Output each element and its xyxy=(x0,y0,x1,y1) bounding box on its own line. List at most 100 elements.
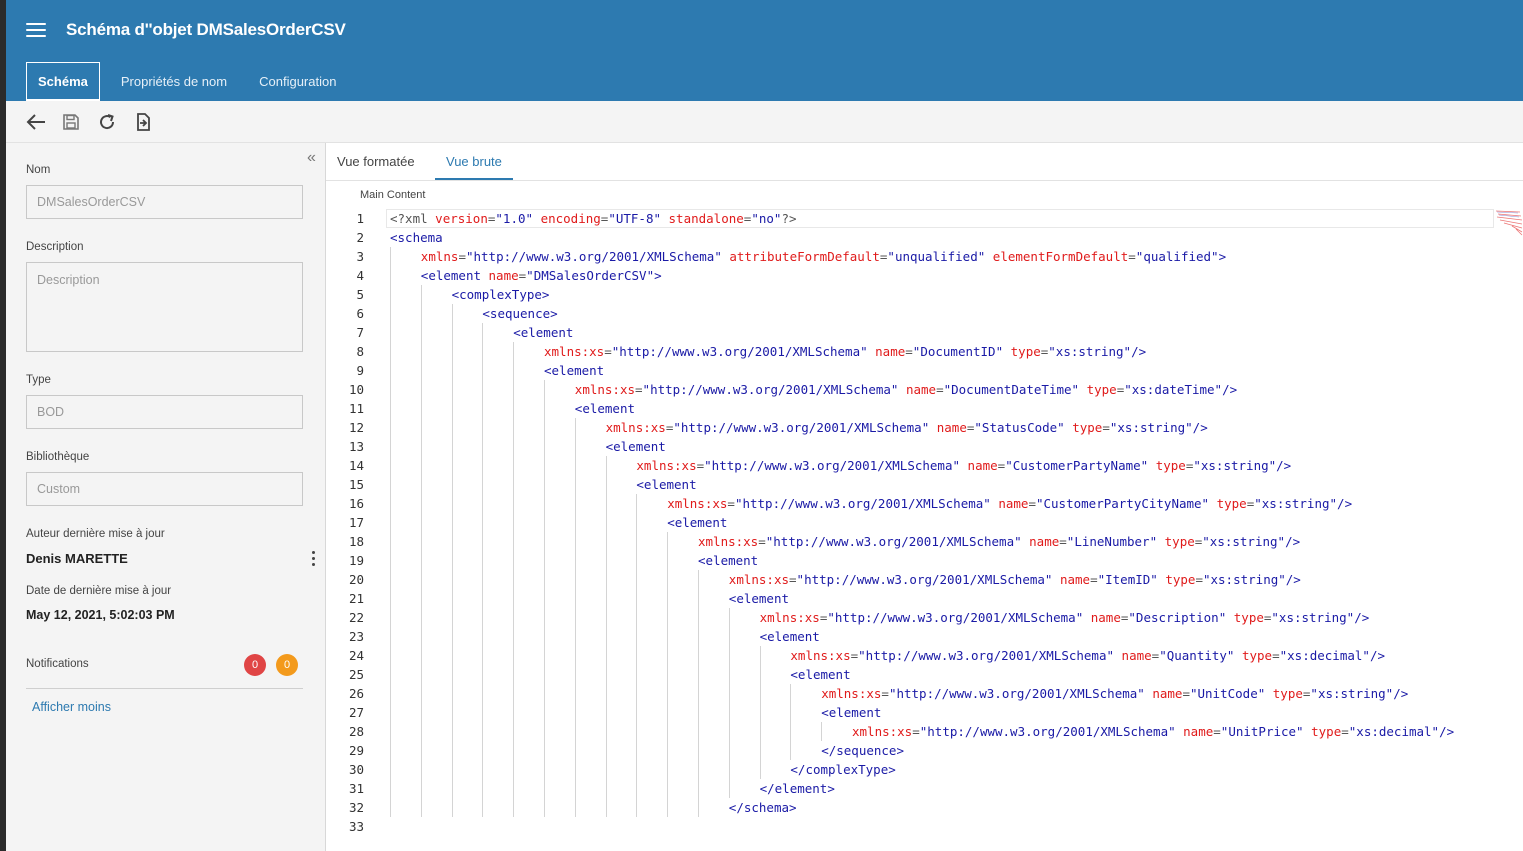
code-token: "http://www.w3.org/2001/XMLSchema" xyxy=(858,648,1115,663)
line-number: 8 xyxy=(356,344,364,359)
code-token: <element xyxy=(544,363,605,378)
code-text: <element xyxy=(636,475,696,494)
code-editor[interactable]: 1<?xml version="1.0" encoding="UTF-8" st… xyxy=(326,209,1523,851)
code-token: = xyxy=(966,420,975,435)
code-token: <element xyxy=(667,515,728,530)
hamburger-menu-icon[interactable] xyxy=(26,23,46,39)
code-line: 30</complexType> xyxy=(326,760,1523,779)
code-token xyxy=(1265,686,1273,701)
code-token: elementFormDefault xyxy=(992,249,1129,264)
code-token: name xyxy=(905,382,937,397)
line-number: 14 xyxy=(348,458,364,473)
code-token: /> xyxy=(1354,610,1370,625)
indent-guide xyxy=(605,456,607,817)
app-frame: Schéma d''objet DMSalesOrderCSV Schéma P… xyxy=(6,0,1523,851)
properties-sidebar: « Nom DMSalesOrderCSV Description Descri… xyxy=(6,143,326,851)
code-token: "unqualified" xyxy=(887,249,986,264)
code-token: "http://www.w3.org/2001/XMLSchema" xyxy=(465,249,722,264)
code-token: name xyxy=(488,268,519,283)
notification-warning-badge[interactable]: 0 xyxy=(276,654,298,676)
indent-guide xyxy=(698,570,699,817)
code-token: xmlns:xs xyxy=(790,648,851,663)
code-token: = xyxy=(1040,344,1049,359)
line-number: 23 xyxy=(348,629,364,644)
line-number: 33 xyxy=(348,819,364,834)
code-text: </schema> xyxy=(729,798,797,817)
code-line: 29</sequence> xyxy=(326,741,1523,760)
code-token: = xyxy=(1185,458,1194,473)
notification-error-badge[interactable]: 0 xyxy=(244,654,266,676)
code-token: = xyxy=(1116,382,1125,397)
code-token: /> xyxy=(1337,496,1353,511)
code-token: "DocumentID" xyxy=(912,344,1004,359)
code-text: <element xyxy=(760,627,820,646)
code-text: <element name="DMSalesOrderCSV"> xyxy=(421,266,662,285)
bibliotheque-field[interactable]: Custom xyxy=(26,472,303,506)
code-token: = xyxy=(879,249,888,264)
tab-schema[interactable]: Schéma xyxy=(26,62,100,101)
code-token: = xyxy=(1195,572,1203,587)
code-token: "xs:string" xyxy=(1048,344,1132,359)
refresh-icon[interactable] xyxy=(98,113,120,133)
code-token: "UnitCode" xyxy=(1189,686,1266,701)
code-text: </sequence> xyxy=(821,741,904,760)
nom-field[interactable]: DMSalesOrderCSV xyxy=(26,185,303,219)
code-token: <element xyxy=(821,705,882,720)
code-token: xmlns:xs xyxy=(605,420,666,435)
description-label: Description xyxy=(26,241,84,253)
code-token xyxy=(1304,724,1312,739)
show-less-link[interactable]: Afficher moins xyxy=(32,700,111,714)
code-token: "UnitPrice" xyxy=(1220,724,1304,739)
collapse-sidebar-icon[interactable]: « xyxy=(307,149,316,166)
code-token: "xs:decimal" xyxy=(1279,648,1370,663)
code-token: "xs:string" xyxy=(1310,686,1394,701)
code-token: "xs:string" xyxy=(1254,496,1338,511)
code-line: 7<element xyxy=(326,323,1523,342)
code-token: "Quantity" xyxy=(1159,648,1235,663)
code-token: xmlns:xs xyxy=(728,572,790,587)
code-token: "ItemID" xyxy=(1097,572,1158,587)
tab-vue-brute[interactable]: Vue brute xyxy=(435,143,513,180)
export-icon[interactable] xyxy=(134,113,156,133)
code-token: name xyxy=(1029,534,1060,549)
code-token xyxy=(1083,610,1091,625)
indent-guide xyxy=(544,380,545,817)
code-token: "xs:string" xyxy=(1202,534,1286,549)
code-token: name xyxy=(1059,572,1091,587)
tab-vue-formatee[interactable]: Vue formatée xyxy=(337,154,415,169)
indent-guide xyxy=(667,532,669,817)
code-token: "xs:string" xyxy=(1271,610,1355,625)
tab-configuration[interactable]: Configuration xyxy=(259,74,337,89)
line-number: 3 xyxy=(356,249,364,264)
schema-content: Vue formatée Vue brute Main Content 1<?x… xyxy=(326,143,1523,851)
code-token: = xyxy=(665,420,674,435)
back-arrow-icon[interactable] xyxy=(26,113,48,133)
code-text: <element xyxy=(698,551,758,570)
code-token: type xyxy=(1086,382,1117,397)
code-text: xmlns:xs="http://www.w3.org/2001/XMLSche… xyxy=(575,380,1237,399)
code-token: <element xyxy=(513,325,574,340)
code-text: <element xyxy=(821,703,881,722)
indent-guide xyxy=(636,494,638,817)
more-options-icon[interactable] xyxy=(312,551,316,569)
code-token: = xyxy=(1128,249,1136,264)
code-token: = xyxy=(789,572,797,587)
code-text: <element xyxy=(513,323,573,342)
code-token: name xyxy=(967,458,998,473)
tab-proprietes-de-nom[interactable]: Propriétés de nom xyxy=(120,74,228,89)
minimap[interactable] xyxy=(1494,209,1523,239)
code-token: <element xyxy=(574,401,636,416)
code-text: xmlns:xs="http://www.w3.org/2001/XMLSche… xyxy=(729,570,1301,589)
line-number: 4 xyxy=(356,268,364,283)
code-token: <schema xyxy=(390,230,443,245)
code-text: xmlns:xs="http://www.w3.org/2001/XMLSche… xyxy=(636,456,1291,475)
save-icon[interactable] xyxy=(62,113,84,133)
auteur-value: Denis MARETTE xyxy=(26,551,128,566)
description-field[interactable]: Description xyxy=(26,262,303,352)
code-token: xmlns:xs xyxy=(821,686,882,701)
code-line: 2<schema xyxy=(326,228,1523,247)
type-field[interactable]: BOD xyxy=(26,395,303,429)
code-token: /> xyxy=(1222,382,1238,397)
